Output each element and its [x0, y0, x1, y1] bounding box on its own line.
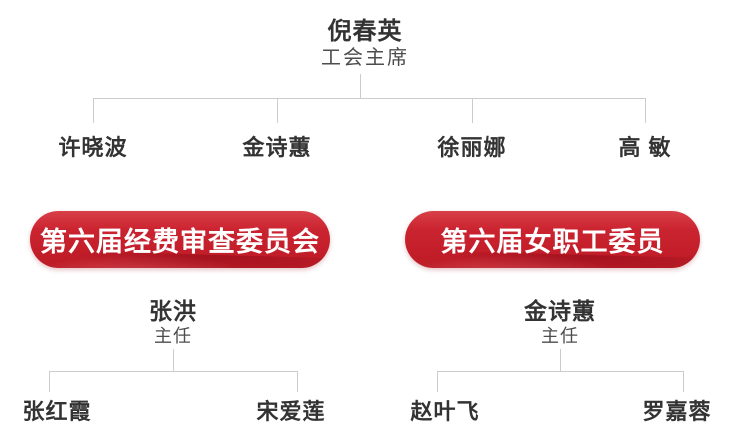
connector-right-rail — [437, 371, 683, 372]
union-member-name: 金诗蕙 — [242, 135, 312, 160]
committee-member-name: 宋爱莲 — [256, 399, 326, 424]
connector-right-stem — [560, 349, 561, 371]
connector-drop-right-2 — [683, 371, 684, 392]
connector-left-stem — [173, 349, 174, 371]
connector-drop-left-2 — [297, 371, 298, 392]
connector-drop-member-2 — [277, 98, 278, 123]
chairman-name: 倪春英 — [327, 18, 403, 45]
connector-drop-member-1 — [93, 98, 94, 123]
chairman-title: 工会主席 — [321, 47, 409, 69]
committee-director-title: 主任 — [154, 326, 192, 346]
connector-left-rail — [49, 371, 297, 372]
funds-review-committee-banner: 第六届经费审查委员会 — [30, 211, 330, 268]
union-member-name: 徐丽娜 — [437, 135, 507, 160]
connector-drop-member-3 — [472, 98, 473, 123]
committee-director-name: 张洪 — [149, 298, 197, 324]
committee-director-name: 金诗蕙 — [524, 298, 596, 324]
women-workers-committee-banner: 第六届女职工委员 — [405, 211, 700, 268]
connector-top-rail — [93, 98, 645, 99]
connector-root-stem — [360, 74, 361, 98]
banner-label: 第六届女职工委员 — [440, 227, 665, 257]
union-member-name: 许晓波 — [58, 135, 128, 160]
union-member-name: 高 敏 — [618, 135, 672, 160]
banner-label: 第六届经费审查委员会 — [40, 227, 320, 257]
committee-director-title: 主任 — [541, 326, 579, 346]
committee-member-name: 罗嘉蓉 — [642, 399, 712, 424]
connector-drop-right-1 — [437, 371, 438, 392]
connector-drop-left-1 — [49, 371, 50, 392]
connector-drop-member-4 — [645, 98, 646, 123]
committee-member-name: 张红霞 — [22, 399, 92, 424]
committee-member-name: 赵叶飞 — [410, 399, 480, 424]
